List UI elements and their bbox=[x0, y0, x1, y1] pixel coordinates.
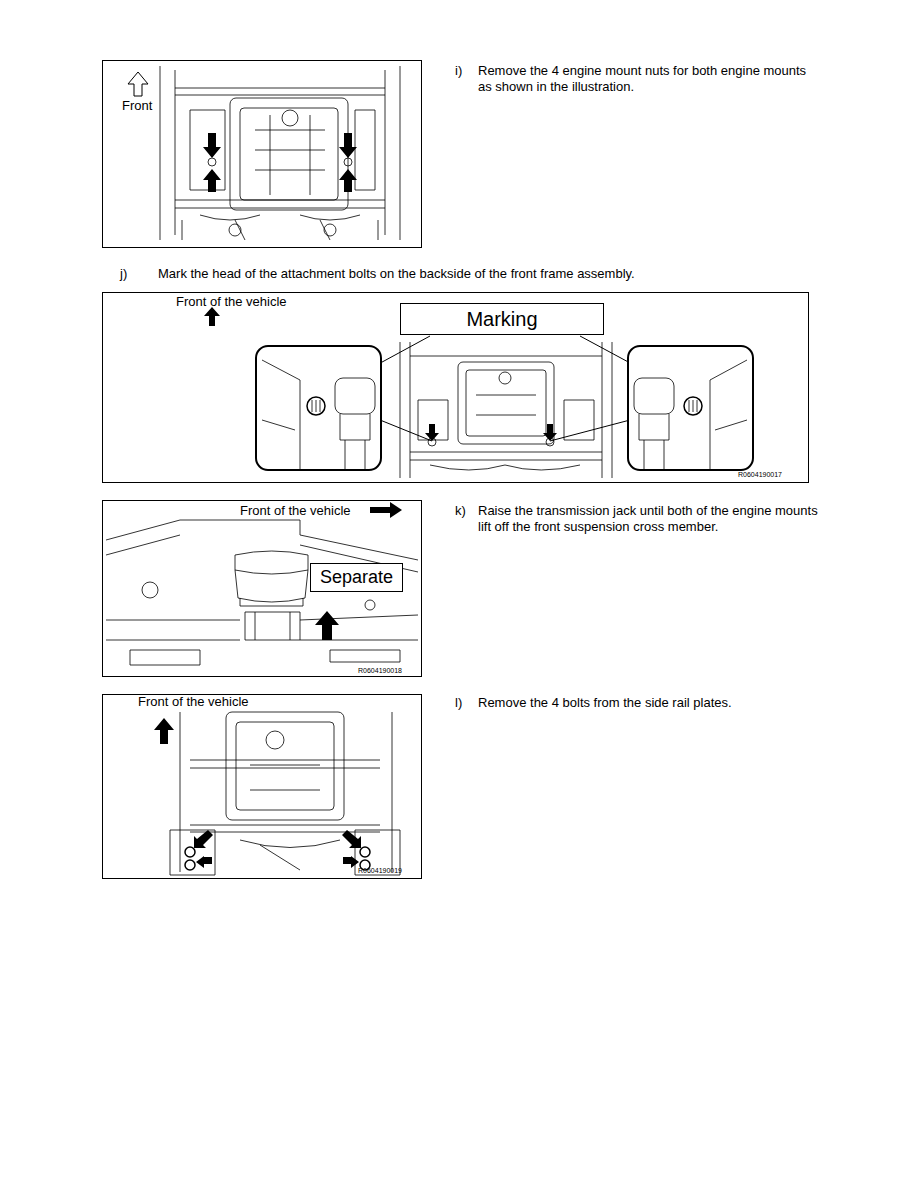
step-text: Raise the transmission jack until both o… bbox=[478, 503, 818, 534]
step-text: Remove the 4 engine mount nuts for both … bbox=[478, 63, 818, 94]
mount-detail bbox=[262, 360, 747, 470]
pointer-arrow bbox=[425, 424, 557, 441]
orientation-label: Front bbox=[122, 98, 152, 114]
front-arrow bbox=[128, 72, 148, 96]
step-letter: l) bbox=[455, 695, 462, 711]
underbody-drawing bbox=[160, 66, 400, 240]
figure-frame bbox=[103, 293, 809, 483]
detail-inset bbox=[256, 346, 753, 470]
side-drawing bbox=[106, 520, 418, 665]
underbody-drawing bbox=[170, 712, 400, 875]
callout-box: Marking bbox=[400, 303, 604, 335]
step-text: Mark the head of the attachment bolts on… bbox=[158, 266, 798, 282]
figure-frame bbox=[103, 695, 422, 879]
front-arrow bbox=[370, 502, 402, 518]
callout-box: Separate bbox=[310, 563, 403, 592]
callout-text: Separate bbox=[320, 567, 393, 588]
front-arrow bbox=[204, 307, 220, 326]
step-text: Remove the 4 bolts from the side rail pl… bbox=[478, 695, 818, 711]
pointer-arrow bbox=[194, 830, 361, 868]
underbody-drawing bbox=[400, 342, 612, 478]
figure-frame bbox=[103, 61, 422, 248]
orientation-label: Front of the vehicle bbox=[240, 503, 351, 519]
front-arrow bbox=[154, 718, 174, 744]
callout-text: Marking bbox=[466, 308, 537, 331]
orientation-label: Front of the vehicle bbox=[138, 694, 249, 710]
figure-frame bbox=[103, 501, 422, 677]
step-letter: k) bbox=[455, 503, 466, 519]
bolt-head bbox=[185, 847, 370, 870]
step-letter: i) bbox=[455, 63, 462, 79]
lift-arrow bbox=[315, 611, 339, 640]
figure-code: R0604190018 bbox=[358, 667, 402, 675]
figure-code: R0604190019 bbox=[358, 867, 402, 875]
step-letter: j) bbox=[120, 266, 127, 282]
figure-code: R0604190017 bbox=[738, 471, 782, 479]
orientation-label: Front of the vehicle bbox=[176, 294, 287, 310]
pointer-arrow bbox=[203, 133, 357, 192]
